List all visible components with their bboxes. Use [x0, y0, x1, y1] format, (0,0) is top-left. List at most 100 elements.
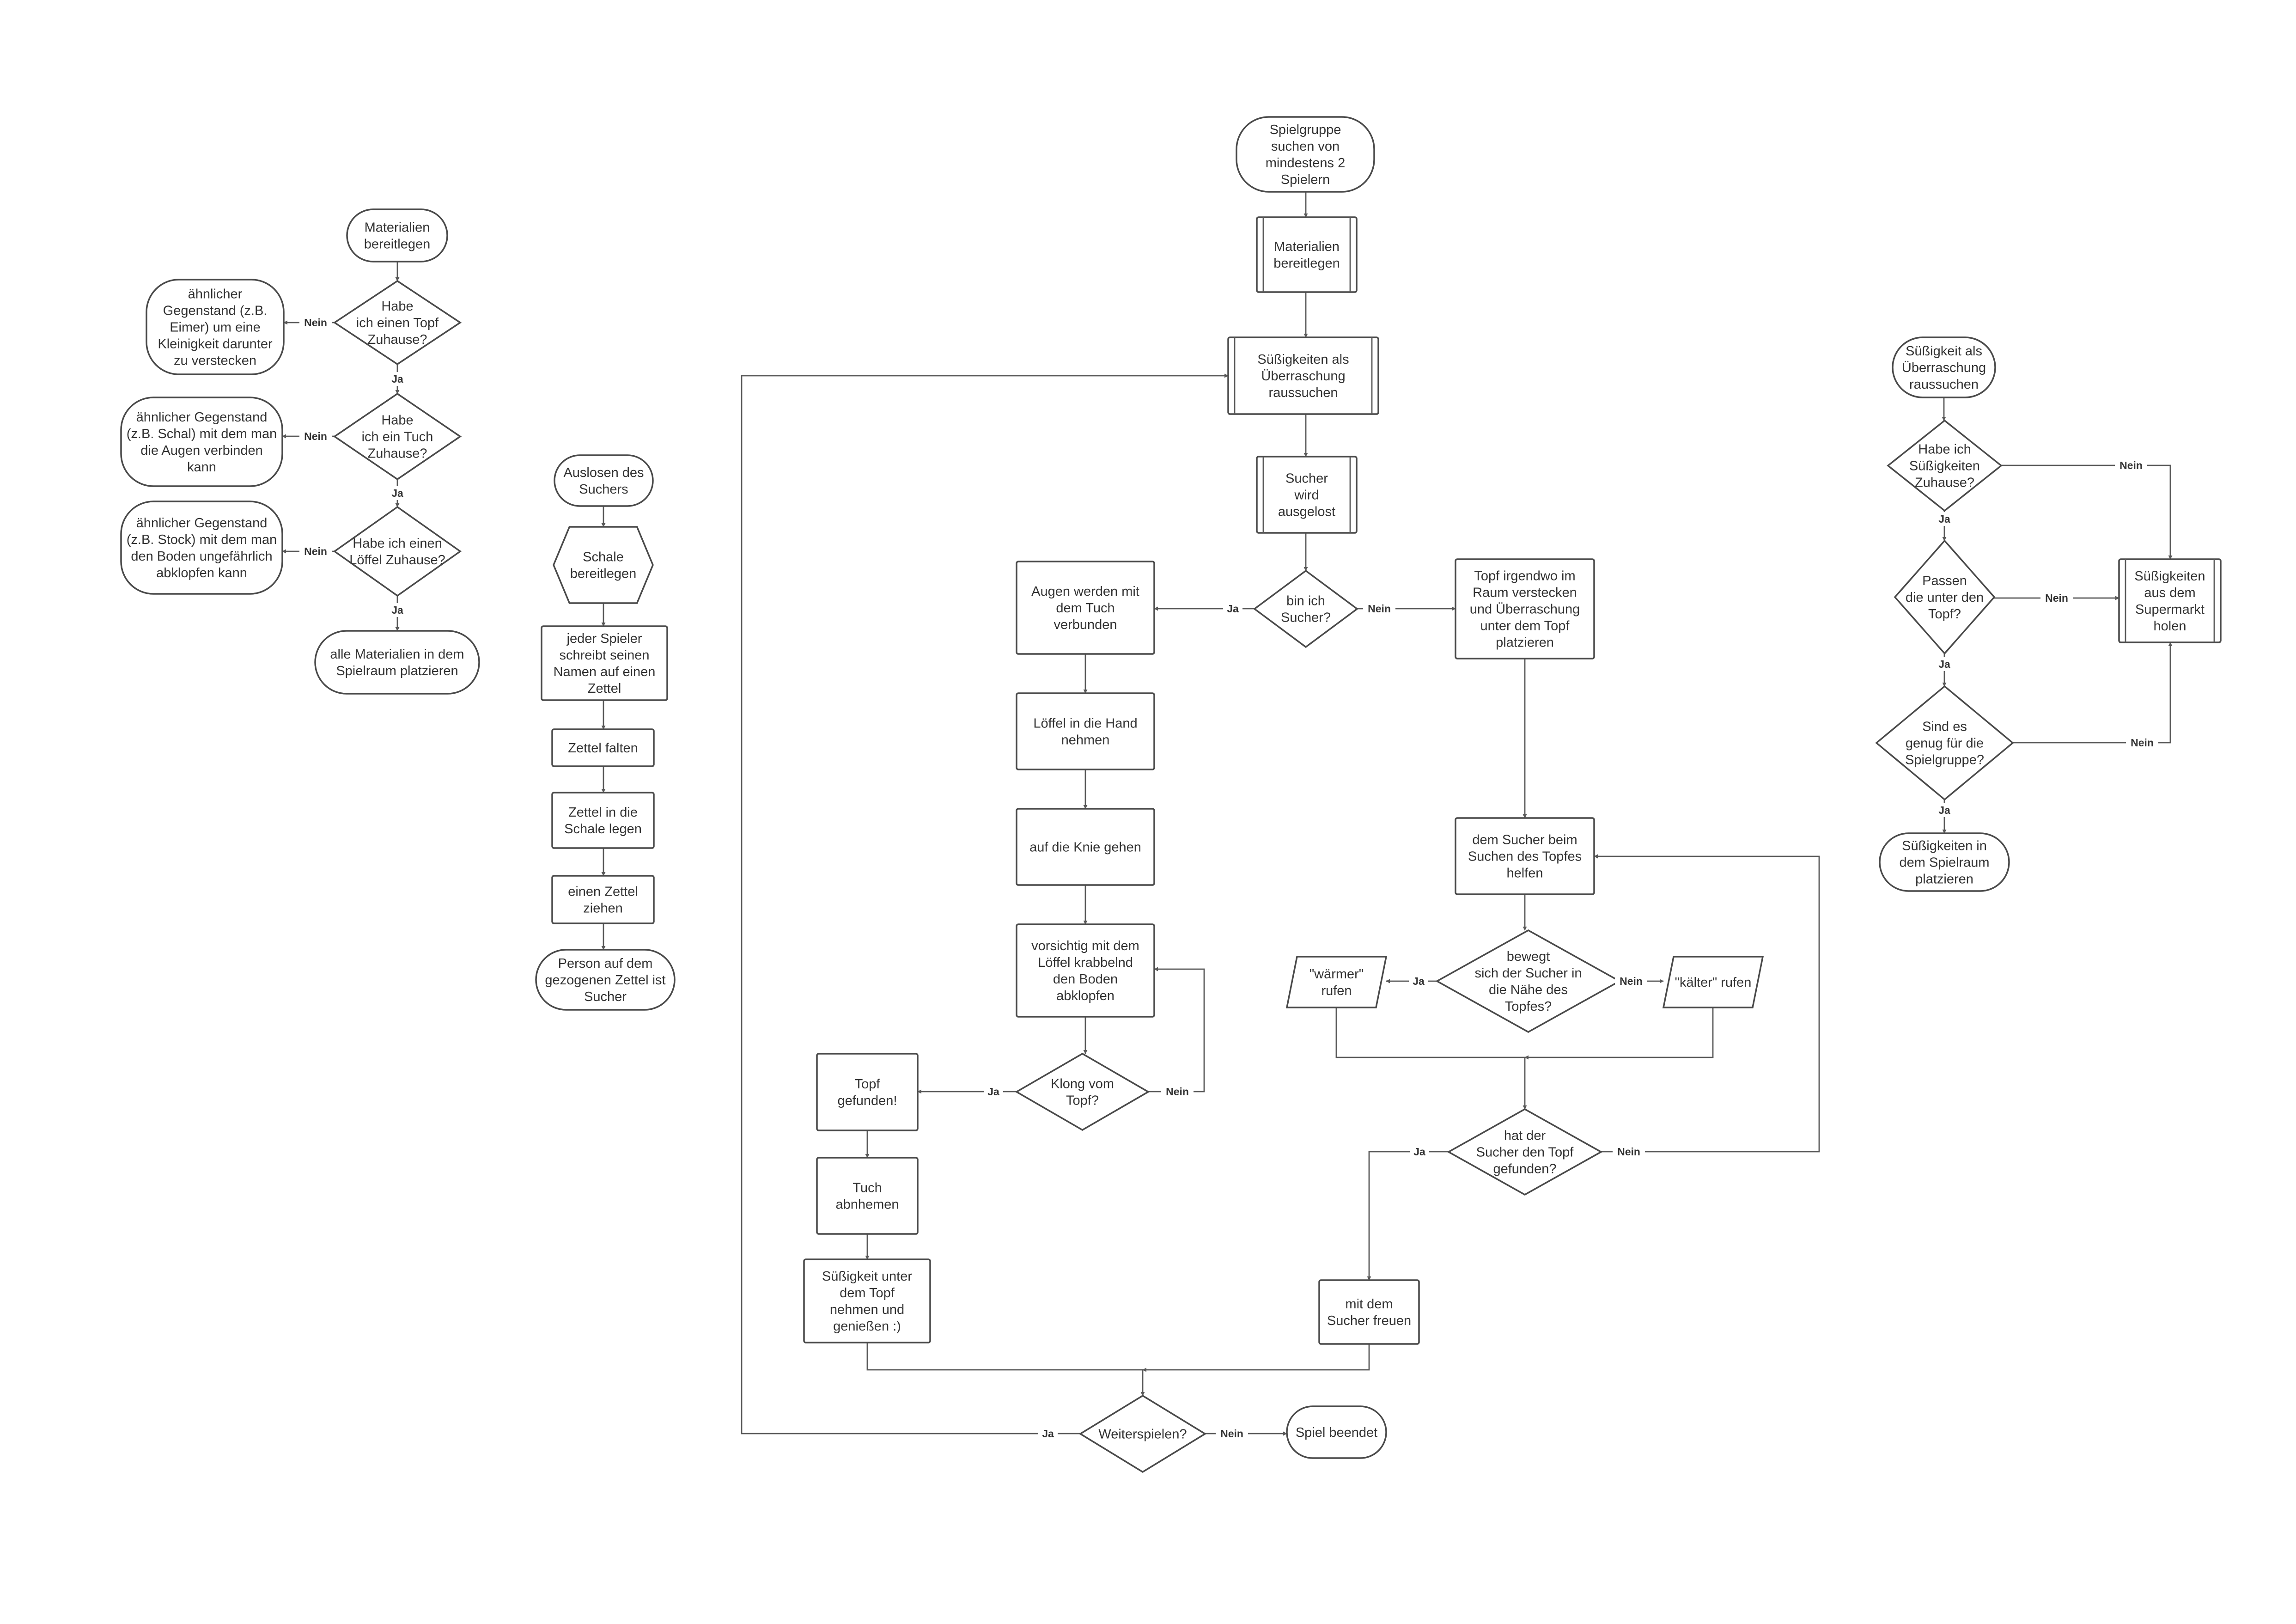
process-shape: [816, 1157, 919, 1235]
process-shape: [1016, 692, 1155, 770]
edge-label-nein: Nein: [304, 430, 327, 442]
process-shape: [541, 625, 668, 701]
node-label-line: unter dem Topf: [1480, 619, 1570, 634]
node-c17-data: "wärmer"rufen: [1285, 956, 1388, 1008]
edge-label-background: [299, 544, 332, 558]
node-label-line: Habe: [381, 299, 413, 314]
edge-label-nein: Nein: [1220, 1428, 1243, 1440]
edge-label-background: [1615, 974, 1647, 988]
node-label-line: Spiel beendet: [1296, 1425, 1377, 1440]
node-label-line: Suchers: [579, 482, 628, 497]
node-label-line: Topf irgendwo im: [1474, 569, 1575, 584]
node-label-line: die unter den: [1906, 590, 1984, 605]
node-label-line: Sucher freuen: [1327, 1313, 1411, 1328]
node-label-line: Raum verstecken: [1473, 586, 1577, 600]
edge-r2-to-r6: [2001, 464, 2173, 560]
edge-label-nein: Nein: [1620, 975, 1643, 987]
node-label-line: abklopfen kann: [156, 566, 247, 580]
process-shape: [1016, 561, 1155, 655]
terminal-shape: [314, 630, 480, 695]
node-label-line: bereitlegen: [1273, 256, 1340, 271]
node-label-line: Sucher den Topf: [1476, 1145, 1574, 1160]
node-label-line: einen Zettel: [568, 885, 638, 899]
decision-shape: [1887, 419, 2003, 512]
edge-label-ja: Ja: [1042, 1428, 1054, 1440]
hexagon-shape: [553, 526, 654, 604]
edge-label-ja: Ja: [1227, 603, 1239, 615]
node-c18-data: "kälter" rufen: [1662, 956, 1764, 1008]
terminal-shape: [120, 501, 283, 595]
node-label-line: hat der: [1504, 1129, 1546, 1143]
node-label-line: gefunden!: [837, 1093, 897, 1108]
node-label-line: Süßigkeit als: [1906, 344, 1982, 359]
edge-label-nein: Nein: [2119, 459, 2143, 471]
node-c22-terminal: Spiel beendet: [1286, 1405, 1387, 1459]
node-label-line: abnhemen: [835, 1197, 899, 1212]
node-label-line: Süßigkeiten als: [1257, 352, 1349, 367]
node-label-line: mindestens 2: [1266, 156, 1346, 171]
node-label-line: aus dem: [2144, 586, 2195, 600]
edge-c20-to-c21: [1142, 1344, 1370, 1372]
edge-c19-to-c20: [1367, 1151, 1449, 1281]
decision-shape: [333, 392, 462, 481]
node-label-line: Sucher: [584, 989, 627, 1004]
edge-label-background: [2040, 591, 2073, 605]
node-label-line: den Boden ungefährlich: [131, 549, 272, 564]
edge-label-ja: Ja: [987, 1086, 999, 1098]
node-label-line: mit dem: [1345, 1297, 1393, 1312]
subprocess-shape: [2118, 558, 2222, 643]
subprocess-shape: [1256, 216, 1358, 293]
edge-label-background: [1410, 1145, 1429, 1159]
edge-label-background: [1935, 512, 1954, 526]
node-label-line: gezogenen Zettel ist: [545, 973, 665, 988]
node-label-line: helfen: [1506, 866, 1543, 881]
decision-shape: [1435, 929, 1621, 1033]
decision-shape: [333, 506, 462, 597]
node-label-line: den Boden: [1053, 972, 1118, 987]
node-label-line: Zuhause?: [1915, 476, 1974, 490]
node-m4-process: Zettel falten: [551, 728, 655, 767]
node-label-line: Auslosen des: [563, 465, 644, 480]
node-label-line: Habe ich: [1918, 442, 1971, 457]
data-shape: [1285, 956, 1388, 1008]
edge-label-background: [1613, 1145, 1645, 1159]
node-label-line: Zuhause?: [368, 332, 427, 347]
node-label-line: dem Sucher beim: [1472, 833, 1577, 848]
node-label-line: bereitlegen: [364, 237, 431, 252]
node-label-line: Augen werden mit: [1031, 584, 1139, 599]
node-label-line: ich einen Topf: [356, 316, 439, 330]
process-shape: [551, 792, 655, 849]
node-label-line: Passen: [1922, 574, 1967, 588]
subprocess-shape: [1256, 456, 1358, 534]
node-label-line: dem Spielraum: [1899, 855, 1989, 870]
edge-label-nein: Nein: [304, 317, 327, 329]
edge-label-ja: Ja: [1413, 1146, 1425, 1158]
decision-shape: [1015, 1052, 1150, 1131]
node-label-line: Materialien: [1274, 239, 1340, 254]
edge-c10-to-c9: [1148, 967, 1205, 1093]
edge-label-background: [2115, 458, 2147, 472]
node-label-line: alle Materialien in dem: [330, 647, 464, 662]
node-label-line: suchen von: [1271, 139, 1340, 154]
edge-label-background: [388, 603, 407, 617]
node-label-line: ähnlicher Gegenstand: [136, 516, 268, 531]
process-shape: [551, 875, 655, 924]
node-c2-subprocess: Materialien bereitlegen: [1256, 216, 1358, 293]
node-label-line: sich der Sucher in: [1474, 966, 1582, 981]
node-label-line: Klong vom: [1051, 1077, 1114, 1092]
node-label-line: Zettel: [588, 681, 621, 696]
edge-label-background: [1409, 974, 1428, 988]
